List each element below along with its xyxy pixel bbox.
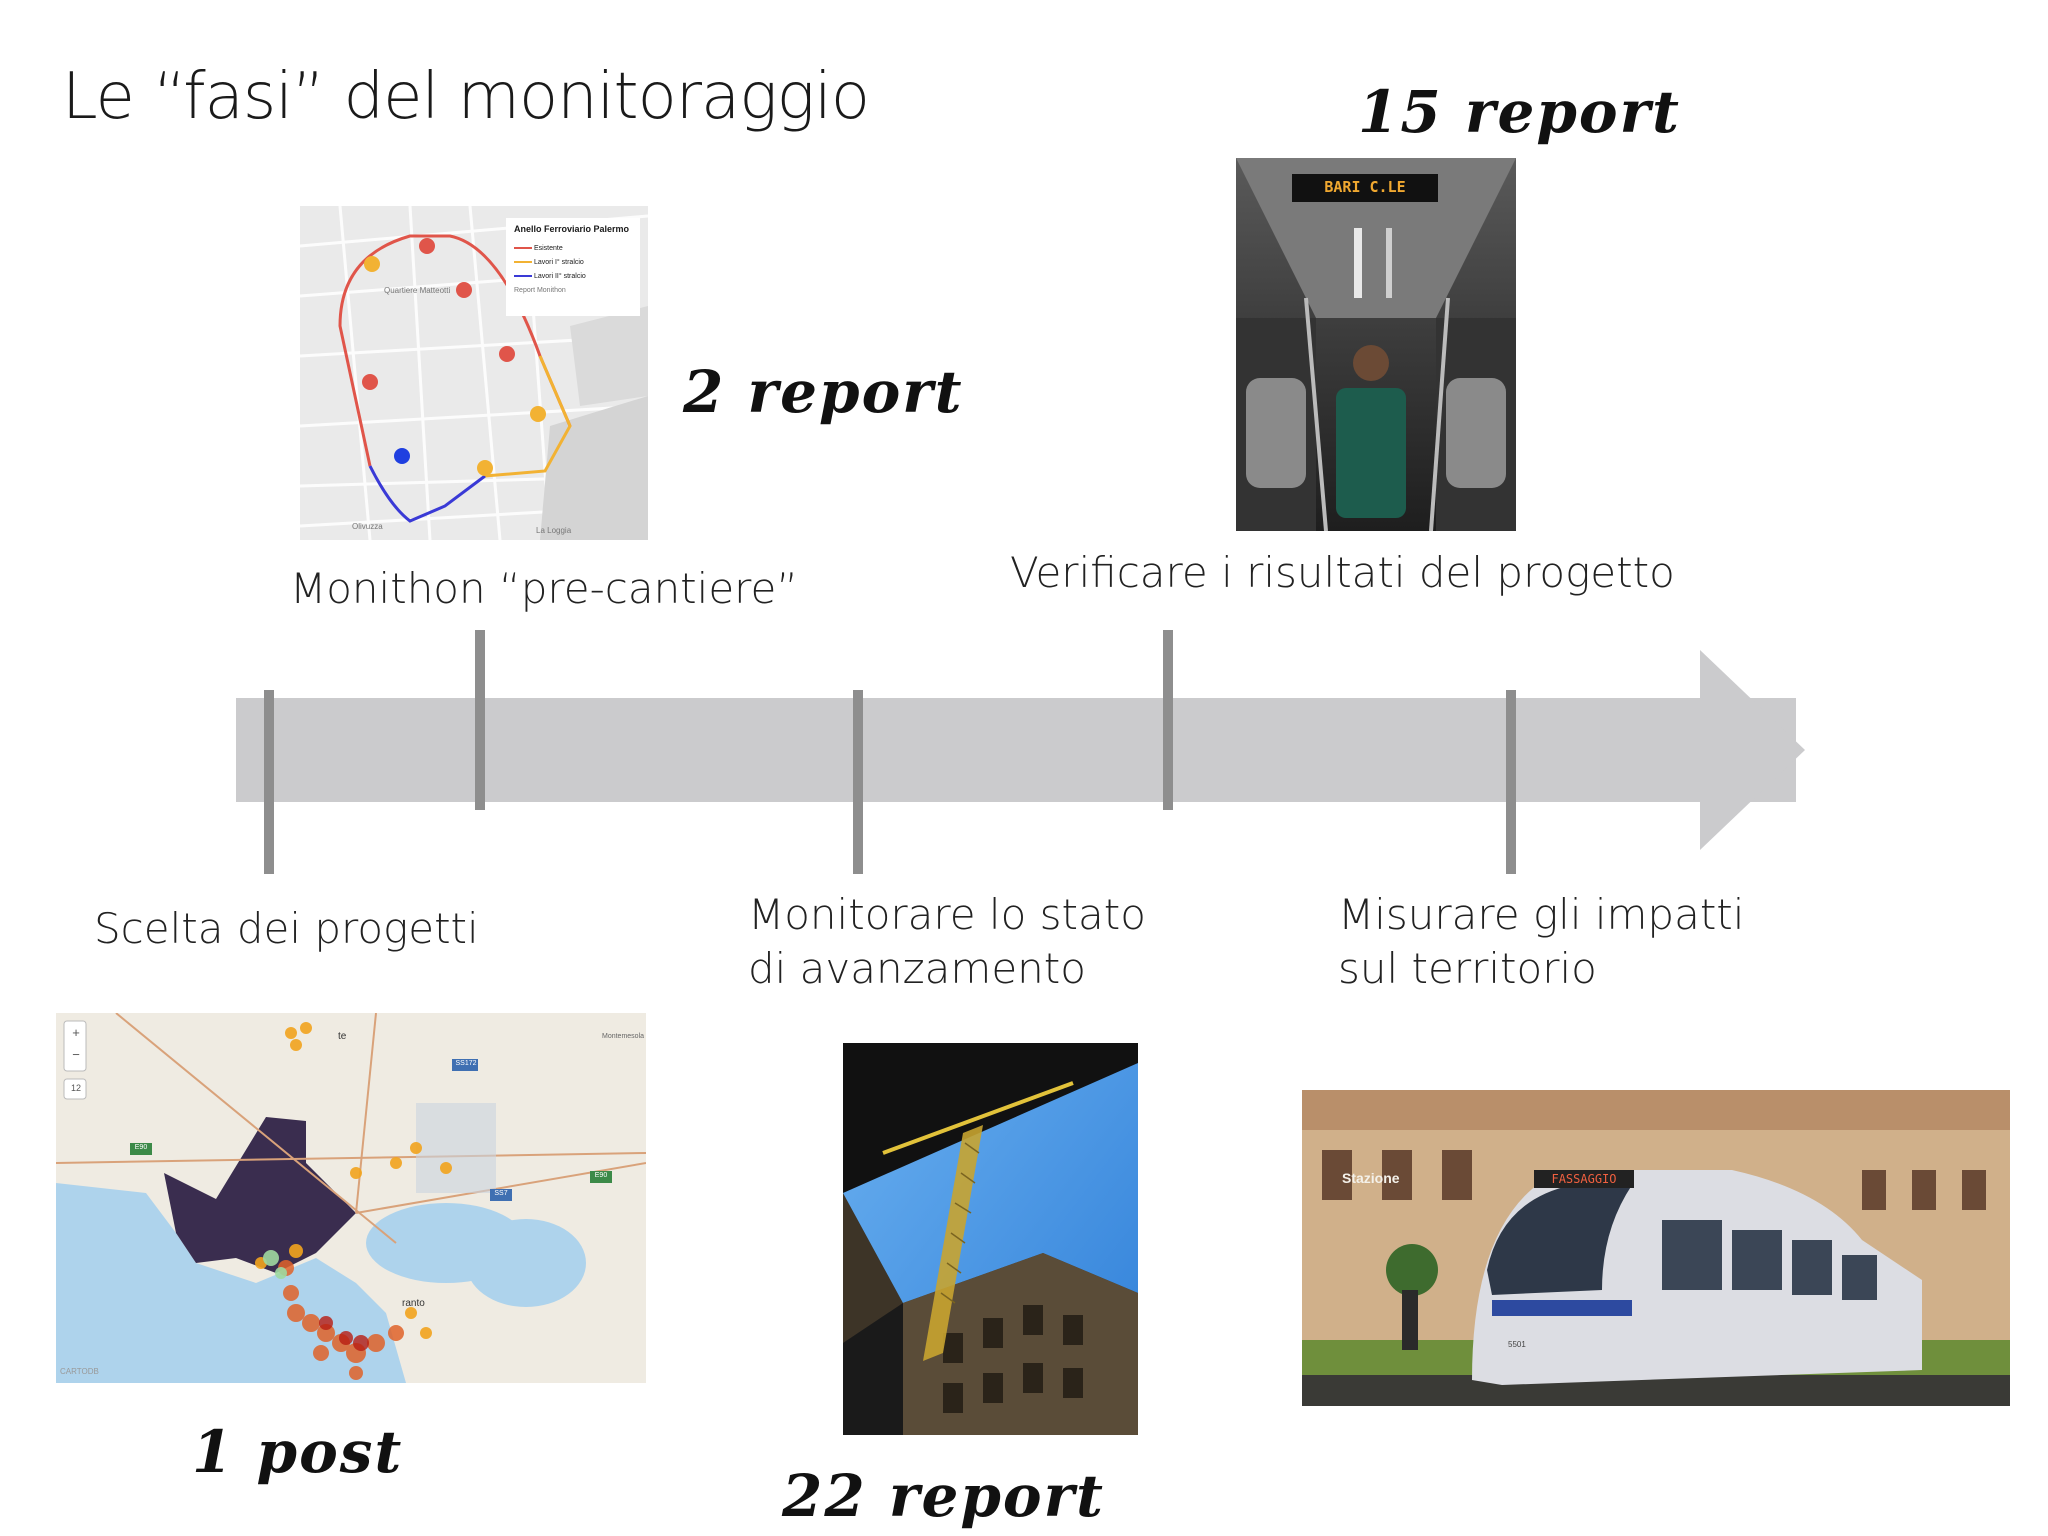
timeline-tick-3 bbox=[853, 690, 863, 874]
map-place-taranto: ranto bbox=[402, 1298, 425, 1309]
phase-label-verificare: Verificare i risultati del progetto bbox=[1010, 548, 1675, 597]
count-monitorare: 22 report bbox=[782, 1462, 1105, 1530]
map-place-montemesola: Montemesola bbox=[602, 1033, 645, 1040]
construction-crane-photo bbox=[843, 1043, 1138, 1435]
train-display-text: BARI C.LE bbox=[1324, 178, 1406, 196]
train-interior-photo: BARI C.LE bbox=[1236, 158, 1516, 531]
map-zoom-in-button[interactable]: + bbox=[72, 1025, 80, 1040]
map-place-olivuzza: Olivuzza bbox=[352, 522, 383, 531]
map-zoom-out-button[interactable]: − bbox=[72, 1047, 80, 1062]
count-verificare: 15 report bbox=[1358, 78, 1681, 146]
phase-label-scelta: Scelta dei progetti bbox=[94, 904, 479, 953]
count-post: 1 post bbox=[192, 1418, 404, 1486]
tram-destination-display: FASSAGGIO bbox=[1551, 1172, 1617, 1186]
timeline-tick-5 bbox=[1506, 690, 1516, 874]
timeline-tick-1 bbox=[264, 690, 274, 874]
timeline-arrow bbox=[236, 650, 1805, 850]
map-place-matteotti: Quartiere Matteotti bbox=[384, 286, 451, 295]
road-label-e90-west: E90 bbox=[134, 1144, 148, 1151]
phase-label-misurare: Misurare gli impatti sul territorio bbox=[1338, 890, 1745, 993]
timeline-tick-4 bbox=[1163, 630, 1173, 810]
taranto-map: + − 12 SS172 E90 SS7 E90 Montemesola ran… bbox=[56, 1013, 646, 1383]
map-place-te: te bbox=[338, 1031, 347, 1042]
map-legend-title: Anello Ferroviario Palermo bbox=[514, 224, 630, 234]
map-place-la-loggia: La Loggia bbox=[536, 526, 572, 535]
palermo-map: Anello Ferroviario Palermo Esistente Lav… bbox=[300, 206, 648, 540]
road-label-ss172: SS172 bbox=[455, 1060, 477, 1067]
page-title: Le “fasi” del monitoraggio bbox=[62, 60, 870, 134]
map-legend: Esistente Lavori I° stralcio Lavori II° … bbox=[514, 245, 586, 294]
map-attribution: CARTODB bbox=[60, 1367, 99, 1376]
tram-photo: Stazione FASSAGGIO 5501 bbox=[1302, 1090, 2010, 1406]
road-label-e90-east: E90 bbox=[594, 1172, 608, 1179]
tram-station-sign: Stazione bbox=[1342, 1170, 1400, 1186]
map-zoom-level: 12 bbox=[70, 1083, 81, 1093]
count-pre-cantiere: 2 report bbox=[683, 358, 964, 426]
road-label-ss7: SS7 bbox=[494, 1190, 508, 1197]
phase-label-monitorare: Monitorare lo stato di avanzamento bbox=[748, 890, 1146, 993]
phase-label-pre-cantiere: Monithon “pre-cantiere” bbox=[290, 564, 799, 613]
timeline-tick-2 bbox=[475, 630, 485, 810]
tram-number: 5501 bbox=[1508, 1340, 1526, 1349]
